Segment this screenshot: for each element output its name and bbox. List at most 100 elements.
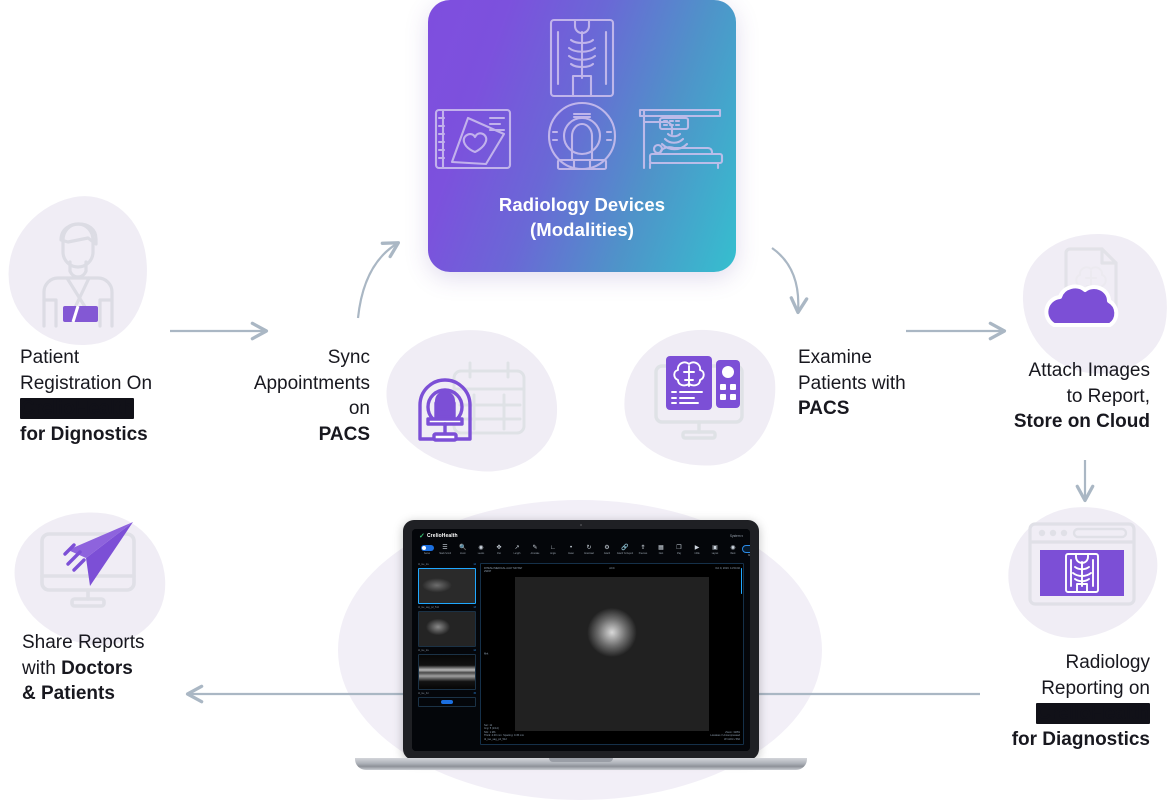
- tool-reset[interactable]: • Reset: [562, 544, 580, 555]
- pacs-viewer-app: ✓ CrelioHealth System ▾ Series: [412, 529, 750, 751]
- thumbnail-preview: [419, 612, 475, 646]
- laptop-base: [355, 758, 807, 770]
- tool-previous[interactable]: ⇮ Previous: [634, 544, 652, 555]
- step-attach-images: Attach Images to Report, Store on Cloud: [960, 358, 1150, 435]
- tool-back[interactable]: ◉ Back: [724, 544, 742, 555]
- upload-icon: ⇮: [640, 545, 646, 551]
- tool-levels[interactable]: ◉ Levels: [472, 544, 490, 555]
- viewport-window-info: Zoom: 318% Lossless / Uncompressed W 110…: [710, 730, 740, 741]
- tool-stack-scroll[interactable]: ☰ Stack Scroll: [436, 544, 454, 555]
- series-thumbnail-panel: t2_tse_tra 14 t2_tse_sag_p2_512 13: [418, 563, 476, 745]
- examine-line2: Patients with: [798, 372, 906, 394]
- exit-icon: ◉: [730, 545, 736, 551]
- radiology-devices-card: Radiology Devices (Modalities): [428, 0, 736, 272]
- card-title: Radiology Devices (Modalities): [428, 192, 736, 242]
- share-line1: Share Reports: [22, 632, 145, 653]
- thumbnail-preview: [419, 569, 475, 603]
- laptop-lid: ✓ CrelioHealth System ▾ Series: [403, 520, 759, 760]
- viewport-accession: ACC: [609, 567, 615, 570]
- viewport-series-info: Ser: 11 Img: 5 (1/14) Slic: 1 Mb Thick: …: [484, 723, 525, 741]
- pencil-icon: ✎: [532, 545, 538, 551]
- ruler-icon: ↗: [514, 545, 520, 551]
- tool-pan[interactable]: ✥ Pan: [490, 544, 508, 555]
- app-header: ✓ CrelioHealth System ▾: [412, 529, 750, 543]
- tool-attach[interactable]: ⚙ Attach: [598, 544, 616, 555]
- step-sync-appointments: Sync Appointments on PACS: [250, 345, 370, 447]
- viewport-scrollbar[interactable]: [740, 568, 742, 594]
- thumbnail-preview: [419, 655, 475, 689]
- thumbnail-item[interactable]: [418, 654, 476, 690]
- arrow-sync-to-modalities: [356, 241, 401, 319]
- patient-registration-line2: Registration On: [20, 372, 153, 394]
- app-body: t2_tse_tra 14 t2_tse_sag_p2_512 13: [412, 563, 750, 751]
- film-icon: ▦: [658, 545, 664, 551]
- mri-calendar-icon: [418, 361, 526, 442]
- tool-layout[interactable]: ▣ Layout: [706, 544, 724, 555]
- tool-next[interactable]: ▦ Next: [652, 544, 670, 555]
- tool-series[interactable]: Series: [418, 544, 436, 555]
- share-line2b: Doctors: [61, 657, 133, 679]
- reporting-line4: for Diagnostics: [1011, 728, 1150, 750]
- gear-icon: ⚙: [604, 545, 610, 551]
- app-brand-label: CrelioHealth: [426, 533, 458, 539]
- reporting-line2: Reporting on: [1041, 677, 1150, 699]
- patient-registration-line4: for Dignostics: [20, 423, 148, 445]
- app-brand: ✓ CrelioHealth: [419, 533, 458, 540]
- stack-icon: ☰: [442, 545, 448, 551]
- magnifier-icon: 🔍: [459, 545, 467, 551]
- arrow-modalities-to-examine: [771, 247, 809, 315]
- examine-line1: Examine: [798, 347, 872, 368]
- tool-angle[interactable]: ∟ Angle: [544, 544, 562, 555]
- step-patient-registration: Patient Registration On CrelioHealth for…: [20, 345, 220, 447]
- attach-line2: to Report,: [1066, 385, 1150, 407]
- modality-icons: [434, 18, 724, 171]
- tool-zoom[interactable]: 🔍 Zoom: [454, 544, 472, 555]
- attach-line1: Attach Images: [1028, 360, 1150, 381]
- mri-scanner-icon: [547, 101, 617, 171]
- thumbnail-item[interactable]: [418, 568, 476, 604]
- cloud-report-icon: [1044, 247, 1119, 327]
- reporting-brand: CrelioHealth: [1036, 703, 1150, 724]
- viewport-patient-info: RITESH MEDICAL AJAY MOTAP 29037: [484, 567, 523, 574]
- move-icon: ✥: [496, 545, 502, 551]
- dicom-viewport[interactable]: RITESH MEDICAL AJAY MOTAP 29037 ACC Oct …: [480, 563, 744, 745]
- toggle-switch-icon: [742, 545, 750, 553]
- browser-xray-icon: [1028, 522, 1136, 606]
- link-icon: 🔗: [621, 545, 629, 551]
- card-title-line1: Radiology Devices: [498, 194, 666, 215]
- measurements-toggle[interactable]: Measurements: [742, 544, 750, 557]
- play-icon: ▶: [694, 545, 700, 551]
- system-menu-button[interactable]: System ▾: [729, 534, 743, 538]
- step-radiology-reporting: Radiology Reporting on CrelioHealth for …: [960, 650, 1150, 752]
- angle-icon: ∟: [550, 545, 556, 551]
- patient-arm-sling-icon: [42, 222, 114, 328]
- examine-line3: PACS: [798, 398, 850, 419]
- reporting-line1: Radiology: [1065, 652, 1151, 673]
- viewport-orientation-marker: Mrk: [484, 652, 489, 656]
- sync-line3: PACS: [318, 423, 370, 445]
- laptop-screen: ✓ CrelioHealth System ▾ Series: [412, 529, 750, 751]
- step-examine-patients: Examine Patients with PACS: [798, 345, 948, 422]
- tool-cine[interactable]: ▶ CINE: [688, 544, 706, 555]
- thumbnail-item[interactable]: [418, 611, 476, 647]
- sync-line1: Sync: [327, 347, 370, 368]
- xray-icon: [549, 18, 615, 98]
- series-pager[interactable]: [418, 697, 476, 707]
- attach-line3: Store on Cloud: [1013, 411, 1150, 432]
- patient-registration-line1: Patient: [20, 347, 80, 368]
- mri-axial-spine-image: [515, 576, 709, 732]
- webcam-icon: [580, 524, 582, 526]
- tool-play[interactable]: ❐ Play: [670, 544, 688, 555]
- ultrasound-icon: [434, 108, 512, 170]
- tool-length[interactable]: ↗ Length: [508, 544, 526, 555]
- viewport-study-datetime: Oct 9, 2019 11:54:02: [715, 567, 740, 570]
- laptop-mockup: ✓ CrelioHealth System ▾ Series: [355, 520, 807, 798]
- tool-download[interactable]: ↻ Download: [580, 544, 598, 555]
- tool-attach-to-report[interactable]: 🔗 Attach To Report: [616, 545, 634, 555]
- tool-annotate[interactable]: ✎ Annotate: [526, 544, 544, 555]
- copy-icon: ❐: [676, 545, 682, 551]
- thumbnail-meta: t2_tse_tra 14: [418, 563, 476, 566]
- thumbnail-meta: t2_tse_sag_p2_512 13: [418, 606, 476, 609]
- share-line3: & Patients: [22, 683, 115, 704]
- thumbnail-meta: t2_tse_3d 15: [418, 692, 476, 695]
